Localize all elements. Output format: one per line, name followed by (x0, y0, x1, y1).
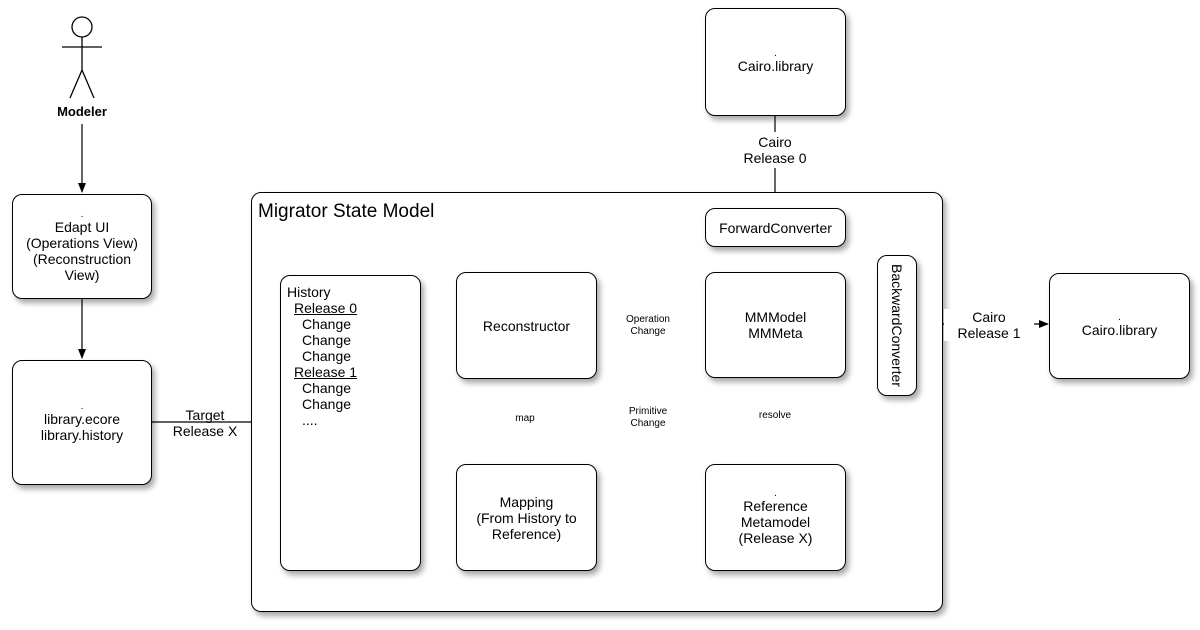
forward-converter-label: ForwardConverter (719, 219, 832, 236)
library-files-dot: . (80, 400, 84, 412)
history-release-1: Release 1 (294, 364, 358, 380)
cairo-right-dot: . (1118, 312, 1121, 323)
mmmodel-node[interactable]: MMModel MMMeta (705, 272, 846, 378)
mapping-line-1: Mapping (499, 493, 554, 510)
cairo-top-label: Cairo.library (737, 58, 814, 74)
edge-label-cairo-release-1: Cairo Release 1 (944, 309, 1034, 341)
edge-label-operation-change: Operation Change (612, 314, 684, 338)
history-title: History (287, 284, 331, 300)
forward-converter-node[interactable]: ForwardConverter (705, 208, 846, 247)
mapping-line-3: Reference) (491, 525, 562, 542)
history-change: Change (302, 380, 352, 396)
reference-metamodel-dot: . (774, 487, 777, 499)
cairo-right-label: Cairo.library (1081, 322, 1158, 338)
reference-metamodel-line-2: Metamodel (740, 513, 811, 530)
backward-converter-node[interactable]: BackwardConverter (877, 255, 917, 396)
edge-label-resolve: resolve (750, 410, 800, 422)
edapt-ui-line-2: (Operations View) (26, 234, 138, 251)
history-change: Change (302, 316, 352, 332)
edge-label-primitive-change: Primitive Change (612, 406, 684, 430)
library-files-line-2: library.history (40, 426, 124, 443)
edge-label-map: map (505, 413, 545, 425)
mapping-node[interactable]: Mapping (From History to Reference) (456, 464, 597, 571)
history-node[interactable]: History Release 0 Change Change Change R… (280, 275, 421, 571)
reconstructor-node[interactable]: Reconstructor (456, 272, 597, 379)
cairo-top-dot: . (774, 48, 777, 59)
reconstruction-label: Reconstruction (379, 309, 394, 397)
cairo-library-right-node[interactable]: . Cairo.library (1049, 273, 1190, 379)
mapping-line-2: (From History to (476, 509, 577, 526)
reconstructor-label: Reconstructor (482, 317, 571, 334)
edapt-ui-line-1: Edapt UI (54, 218, 110, 235)
cairo-library-top-node[interactable]: . Cairo.library (705, 8, 846, 116)
reference-metamodel-node[interactable]: . Reference Metamodel (Release X) (705, 464, 846, 571)
history-release-0: Release 0 (294, 300, 358, 316)
mmmodel-line-1: MMModel (744, 309, 807, 325)
edapt-ui-line-3: (Reconstruction (32, 250, 132, 267)
edapt-ui-line-4: View) (64, 266, 100, 283)
history-change: Change (302, 396, 352, 412)
backward-converter-label: BackwardConverter (889, 264, 905, 387)
history-ellipsis: .... (302, 412, 318, 428)
history-change: Change (302, 332, 352, 348)
reference-metamodel-line-3: (Release X) (738, 529, 813, 546)
mmmodel-line-2: MMMeta (748, 325, 803, 341)
library-files-node[interactable]: . library.ecore library.history (12, 360, 152, 485)
edge-label-target-release: Target Release X (172, 407, 238, 439)
modeler-label: Modeler (57, 104, 107, 119)
edapt-ui-dot: . (80, 208, 84, 220)
modeler-actor-icon (62, 16, 102, 99)
history-change: Change (302, 348, 352, 364)
library-files-line-1: library.ecore (44, 410, 120, 427)
reference-metamodel-line-1: Reference (743, 497, 808, 514)
edge-label-cairo-release-0: Cairo Release 0 (730, 134, 820, 166)
edapt-ui-node[interactable]: . Edapt UI (Operations View) (Reconstruc… (12, 194, 152, 299)
container-title: Migrator State Model (258, 201, 435, 222)
